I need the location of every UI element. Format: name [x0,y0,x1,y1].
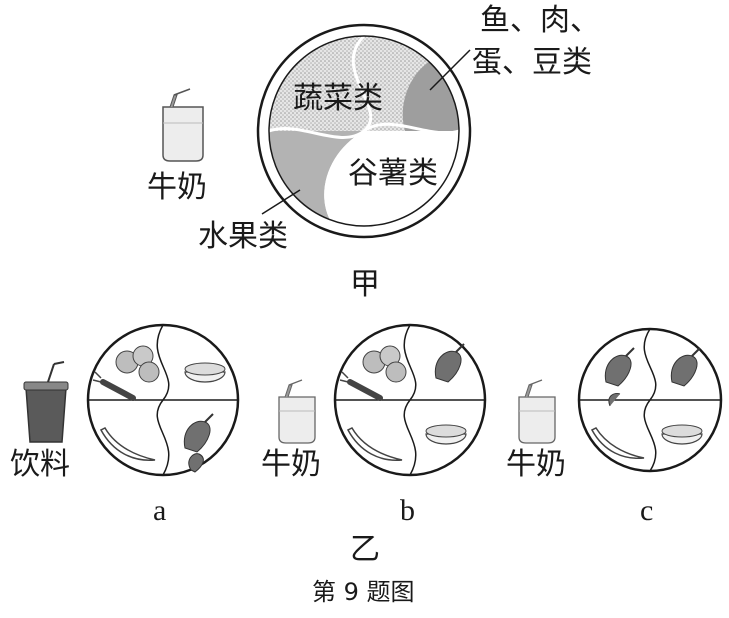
vegetable-icon [92,345,160,401]
meat-icon [434,343,465,383]
meat-icon [604,347,701,407]
plate-letter-a: a [153,494,167,527]
label-drink-a: 饮料 [10,447,70,482]
plate-a [86,323,240,477]
label-vegetables: 蔬菜类 [293,81,383,116]
caption-jia: 甲 [350,267,380,302]
label-protein-line1: 鱼、肉、 [480,3,600,38]
plate-jia [256,23,472,239]
figure-title: 第 9 题图 [312,578,415,606]
plate-jia-inner-rim [268,35,460,227]
milk-glass-icon [162,88,204,162]
banana-icon [346,427,403,461]
label-drink-c: 牛奶 [506,447,566,482]
banana-icon [99,427,156,461]
label-drink-b: 牛奶 [261,447,321,482]
label-fruits: 水果类 [198,219,288,254]
section-grains [324,131,459,226]
label-protein-line2: 蛋、豆类 [472,45,592,80]
soda-cup-icon [23,361,69,443]
label-milk-jia: 牛奶 [147,170,207,205]
milk-glass-icon [518,379,556,444]
plate-b [333,323,487,477]
milk-glass-icon [278,379,316,444]
section-fruits [269,131,364,220]
plate-letter-c: c [640,494,654,527]
leader-line-fruits [261,189,301,215]
rice-bowl-icon [425,424,467,445]
meat-icon [183,413,214,473]
plate-c [577,327,723,473]
rice-bowl-icon [661,424,703,445]
label-grains: 谷薯类 [348,156,438,191]
banana-icon [590,427,645,460]
leader-line-protein [429,49,471,91]
rice-bowl-icon [184,362,226,383]
section-vegetables-left [269,36,364,131]
caption-yi: 乙 [350,532,380,567]
vegetable-icon [339,345,407,401]
plate-letter-b: b [400,494,415,527]
